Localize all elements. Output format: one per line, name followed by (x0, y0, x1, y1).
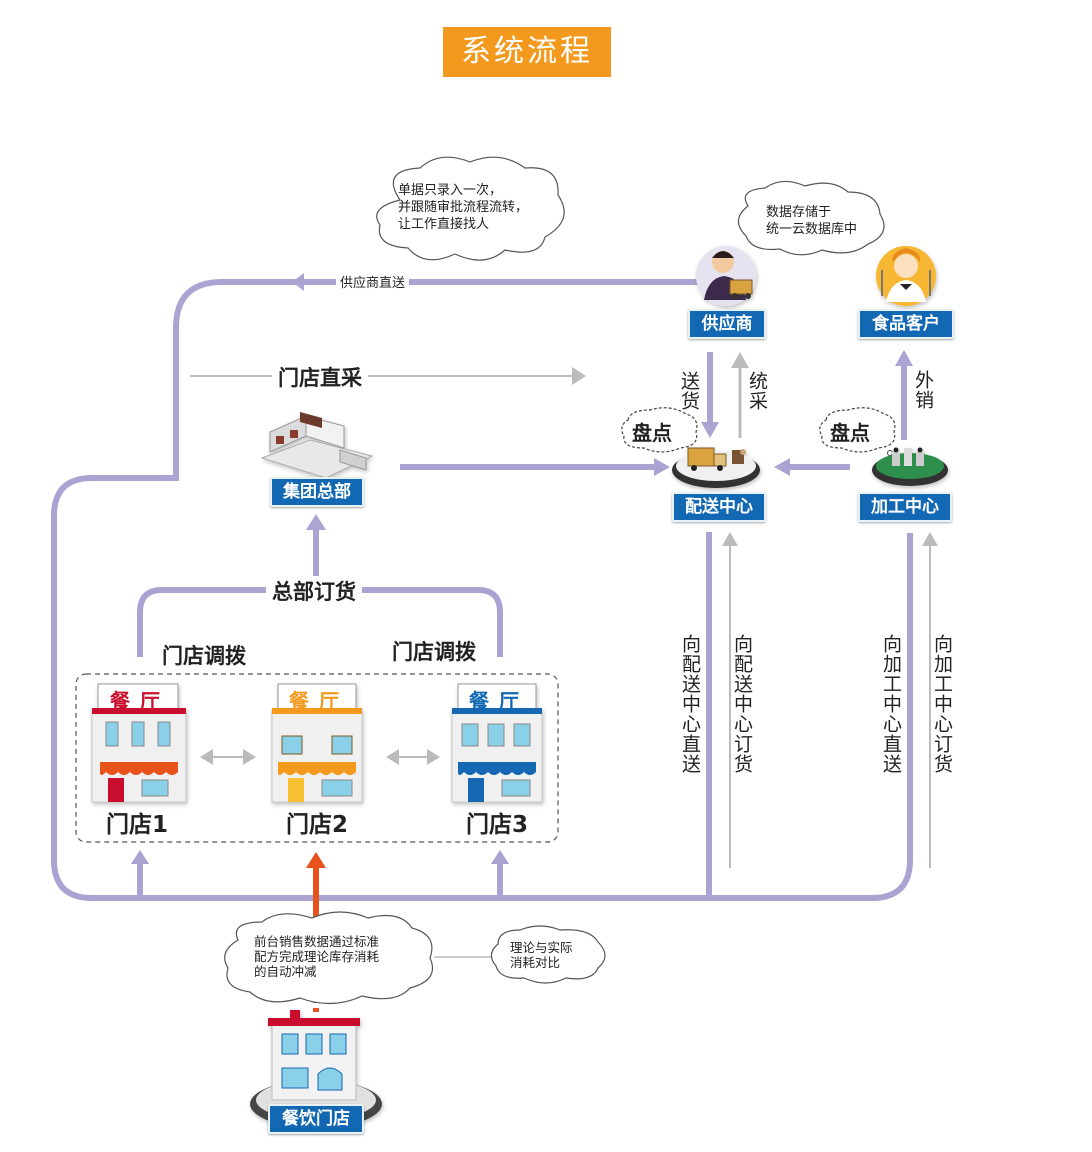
food-customer-icon (876, 246, 936, 306)
bubble-stocktake-1 (621, 407, 698, 453)
stocktake-label-pc: 盘点 (830, 421, 870, 445)
store2-store3-transfer (386, 749, 440, 765)
hq-building-icon (260, 412, 374, 479)
to-dc-order-label: 向配送中心订货 (731, 634, 753, 774)
store-direct-purchase-label: 门店直采 (272, 362, 368, 392)
hq-order-arrowhead (306, 514, 326, 530)
stocktake-label-dc: 盘点 (632, 421, 672, 445)
main-loop-line (51, 279, 913, 901)
bubble-cloud-db (737, 180, 885, 256)
store2-sign: 餐厅 (289, 689, 349, 713)
store3-supply-arrowhead (491, 850, 509, 864)
store3-sign: 餐厅 (469, 689, 529, 713)
bubble-cloud-db-text: 数据存储于 统一云数据库中 (766, 205, 858, 237)
page-title: 系统流程 (443, 27, 611, 77)
hq-badge: 集团总部 (270, 477, 364, 507)
store1-sign: 餐厅 (110, 689, 170, 713)
store-transfer-right-label: 门店调拨 (386, 636, 482, 666)
supplier-badge: 供应商 (688, 309, 766, 339)
store-group-box (75, 673, 559, 843)
bubble-compare (490, 925, 606, 984)
to-pc-order-label: 向加工中心订货 (931, 634, 953, 774)
food-customer-badge: 食品客户 (858, 309, 954, 339)
store2-name: 门店2 (286, 812, 349, 838)
bubble-single-entry-text: 单据只录入一次， 并跟随审批流程流转， 让工作直接找人 (398, 183, 529, 232)
restaurant-badge: 餐饮门店 (268, 1104, 364, 1134)
store1-supply-arrowhead (131, 850, 149, 864)
store1-name: 门店1 (106, 812, 169, 838)
pc-to-dc-arrowhead (774, 458, 790, 476)
deliver-label: 送货 (678, 371, 700, 411)
store2-building (271, 683, 363, 803)
to-dc-direct-label: 向配送中心直送 (679, 634, 701, 774)
supplier-direct-arrowhead (292, 273, 304, 291)
store-direct-purchase-arrowhead (572, 367, 586, 385)
processing-center-badge: 加工中心 (858, 492, 952, 522)
central-purchase-arrowhead (731, 352, 749, 368)
store3-name: 门店3 (466, 812, 529, 838)
deliver-arrowhead (701, 422, 719, 438)
pc-order-arrowhead (922, 532, 938, 546)
bubble-single-entry (376, 156, 565, 261)
to-pc-direct-label: 向加工中心直送 (880, 634, 902, 774)
dc-order-arrowhead (722, 532, 738, 546)
external-sale-label: 外销 (912, 370, 934, 410)
store-transfer-left-label: 门店调拨 (156, 640, 252, 670)
external-sale-arrowhead (895, 350, 913, 366)
central-purchase-label: 统采 (746, 371, 768, 411)
supplier-icon (696, 246, 756, 306)
processing-center-icon (872, 447, 948, 486)
distribution-center-icon (672, 447, 760, 488)
bubble-stocktake-2 (819, 407, 896, 453)
bubble-compare-text: 理论与实际 消耗对比 (510, 940, 573, 970)
bubble-sales-deduct-text: 前台销售数据通过标准 配方完成理论库存消耗 的自动冲减 (254, 934, 380, 979)
hq-order-label: 总部订货 (266, 576, 362, 606)
store1-store2-transfer (200, 749, 256, 765)
bubble-sales-deduct (224, 911, 434, 1005)
store3-building (451, 683, 543, 803)
distribution-center-badge: 配送中心 (672, 492, 766, 522)
order-line-arrowhead (306, 852, 326, 868)
supplier-direct-label: 供应商直送 (336, 272, 410, 291)
store1-building (91, 683, 187, 803)
hq-to-dc-arrowhead (654, 458, 670, 476)
